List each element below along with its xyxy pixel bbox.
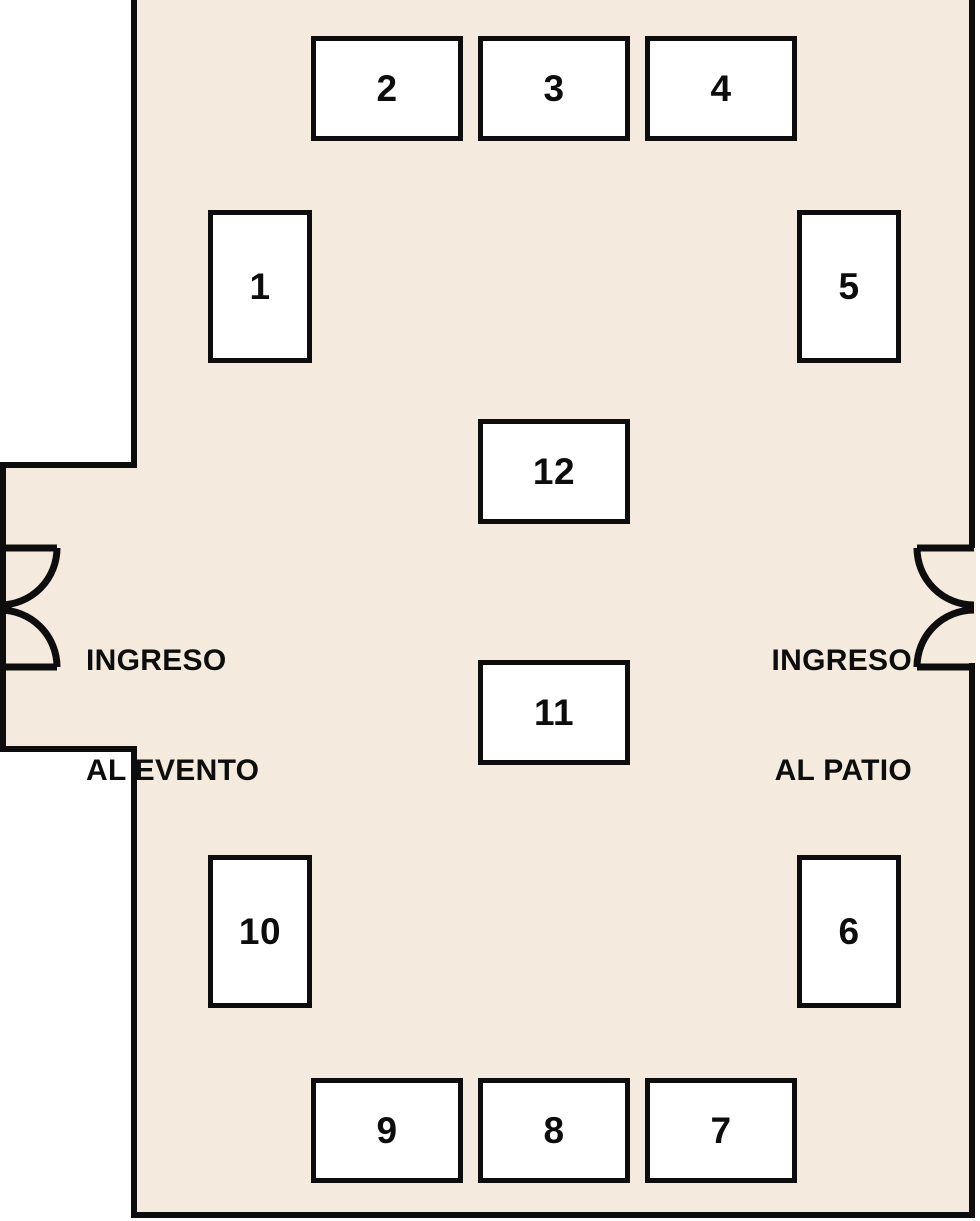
table-7[interactable]: 7: [645, 1078, 797, 1183]
table-10[interactable]: 10: [208, 855, 312, 1008]
table-12[interactable]: 12: [478, 419, 630, 524]
table-2[interactable]: 2: [311, 36, 463, 141]
table-number-label: 1: [249, 266, 271, 307]
table-4[interactable]: 4: [645, 36, 797, 141]
entrance-label-evento-line1: INGRESO: [86, 644, 227, 678]
main-hall-room: [131, 0, 975, 1218]
entrance-label-patio-line1: INGRESO: [771, 644, 912, 678]
entrance-label-patio: INGRESO AL PATIO: [700, 570, 912, 863]
entrance-label-patio-line2: AL PATIO: [774, 753, 912, 787]
table-8[interactable]: 8: [478, 1078, 630, 1183]
table-6[interactable]: 6: [797, 855, 901, 1008]
table-number-label: 10: [238, 911, 282, 952]
table-number-label: 4: [710, 68, 732, 109]
table-number-label: 8: [543, 1110, 565, 1151]
vestibule-wall-opening: [131, 468, 139, 746]
entrance-label-evento-line2: AL EVENTO: [86, 753, 260, 787]
table-1[interactable]: 1: [208, 210, 312, 363]
table-3[interactable]: 3: [478, 36, 630, 141]
table-number-label: 11: [533, 692, 575, 733]
door-swing-arc-lower: [913, 606, 975, 668]
table-number-label: 3: [543, 68, 565, 109]
table-number-label: 2: [376, 68, 398, 109]
table-11[interactable]: 11: [478, 660, 630, 765]
table-number-label: 6: [838, 911, 860, 952]
entrance-vestibule-left: [0, 462, 137, 752]
double-swing-door-left[interactable]: [0, 544, 72, 671]
table-number-label: 9: [376, 1110, 398, 1151]
door-swing-arc-upper: [913, 547, 975, 609]
table-9[interactable]: 9: [311, 1078, 463, 1183]
table-number-label: 12: [532, 451, 576, 492]
double-swing-door-right[interactable]: [912, 544, 980, 671]
table-number-label: 7: [710, 1110, 732, 1151]
entrance-label-evento: INGRESO AL EVENTO: [86, 570, 259, 863]
door-swing-arc-lower: [0, 606, 61, 668]
table-number-label: 5: [838, 266, 860, 307]
table-5[interactable]: 5: [797, 210, 901, 363]
door-swing-arc-upper: [0, 547, 61, 609]
